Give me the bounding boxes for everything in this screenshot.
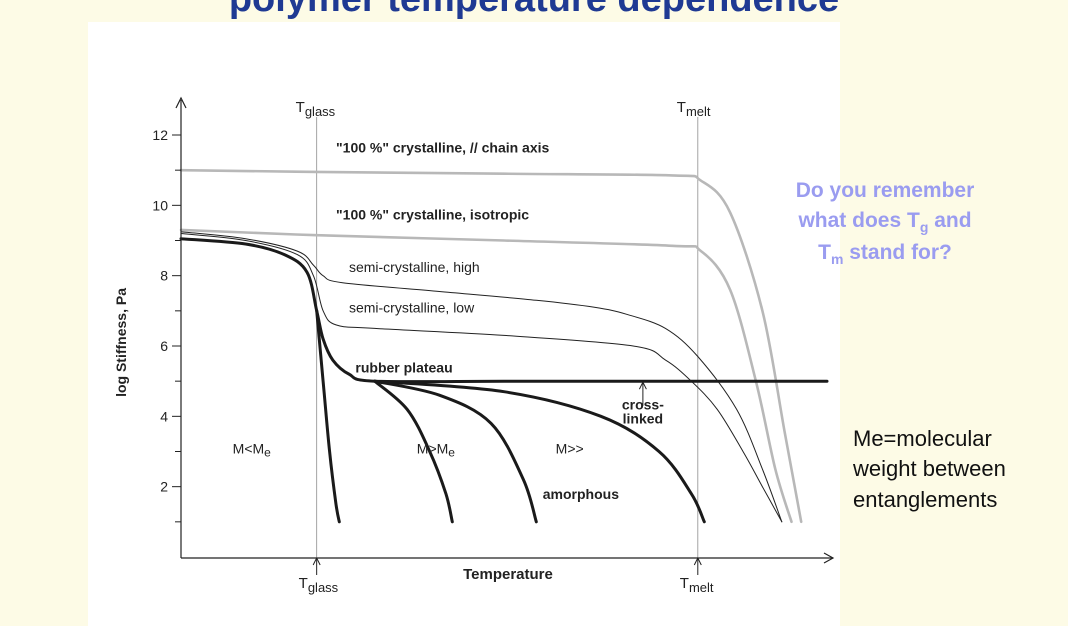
curve-m-me	[315, 309, 341, 524]
curve-semi-crystalline-low	[180, 233, 783, 523]
y-tick-label-2: 2	[160, 479, 168, 495]
note-line-1: Me=molecular	[853, 426, 992, 451]
label-t-glass-bottom-sub: glass	[308, 580, 339, 595]
curve-semi-crystalline-high	[180, 231, 783, 523]
axes-layer	[172, 96, 835, 575]
curve-100-crystalline-isotropic	[179, 228, 793, 524]
me-definition-note: Me=molecular weight between entanglement…	[853, 424, 1068, 515]
label-t-glass-bottom: Tglass	[299, 575, 339, 595]
label-t-melt-top-sub: melt	[686, 104, 711, 119]
curve-rubber-plateau	[179, 237, 829, 384]
annotation-amorphous: amorphous	[543, 486, 619, 502]
x-axis-arrowhead	[823, 552, 835, 564]
label-t-glass-top-sub: glass	[305, 104, 336, 119]
label-t-glass-top: Tglass	[296, 99, 336, 119]
curve-amorphous	[373, 379, 706, 524]
question-line-2-suffix: and	[928, 209, 972, 233]
mass-label-m: M>>	[556, 440, 584, 456]
note-line-2: weight between	[853, 456, 1006, 482]
guide-layer	[316, 117, 699, 557]
question-line-2: what does Tg and	[760, 206, 1010, 237]
label-t-melt-bottom: Tmelt	[680, 575, 714, 595]
title-strip: polymer temperature dependence	[0, 0, 1068, 20]
annotation-rubber-plateau: rubber plateau	[355, 359, 452, 375]
annotation-linked: linked	[623, 410, 663, 426]
y-tick-label-4: 4	[160, 408, 168, 424]
mass-label-sub-m-me: e	[448, 445, 455, 459]
label-t-melt-bottom-sub: melt	[689, 580, 714, 595]
y-tick-label-8: 8	[160, 268, 168, 284]
annotation-100-crystalline-isotropic: "100 %" crystalline, isotropic	[336, 206, 529, 222]
cross-link-arrow-head-0	[638, 381, 647, 390]
mass-label-sub-m-me: e	[264, 445, 271, 459]
y-axis-label: log Stiffness, Pa	[113, 288, 129, 397]
question-line-1: Do you remember	[795, 179, 975, 202]
question-line-3-suffix: stand for?	[843, 240, 952, 264]
curve-m	[373, 379, 538, 524]
annotation-semi-crystalline-high: semi-crystalline, high	[349, 259, 480, 275]
y-tick-label-12: 12	[152, 127, 168, 143]
mass-label-m-me: M<Me	[233, 440, 272, 459]
question-text: Do you remember what does Tg and Tm stan…	[760, 176, 1010, 269]
y-tick-label-10: 10	[152, 197, 168, 213]
annotation-100-crystalline-chain-axis: "100 %" crystalline, // chain axis	[336, 140, 549, 156]
x-axis-label: Temperature	[463, 566, 553, 583]
annotation-semi-crystalline-low: semi-crystalline, low	[349, 300, 475, 316]
y-tick-label-6: 6	[160, 338, 168, 354]
mass-label-m-me: M>Me	[417, 440, 456, 459]
label-t-melt-top: Tmelt	[677, 99, 711, 119]
annotation-cross: cross-	[622, 396, 664, 412]
y-axis-arrowhead	[175, 96, 187, 109]
curve-100-crystalline-chain-axis	[179, 168, 803, 524]
curve-layer	[179, 168, 829, 524]
question-tm-subscript: m	[830, 250, 844, 267]
note-line-3: entanglements	[853, 486, 998, 512]
question-tg-subscript: g	[919, 219, 929, 236]
question-line-3-prefix: T	[818, 240, 831, 264]
question-line-2-prefix: what does T	[798, 209, 920, 233]
figure-panel	[88, 22, 840, 626]
curve-m-me	[373, 379, 454, 524]
slide-title: polymer temperature dependence	[0, 0, 1068, 20]
question-line-3: Tm stand for?	[760, 238, 1010, 269]
